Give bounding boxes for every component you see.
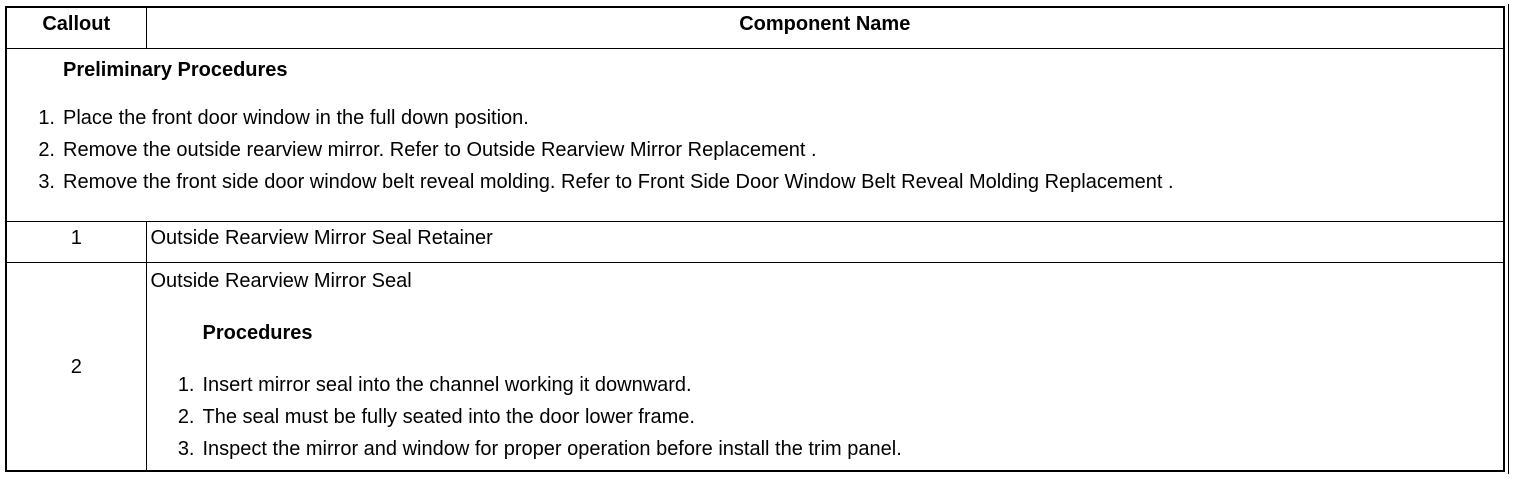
callout-number: 2 (5, 262, 147, 472)
component-name-cell: Outside Rearview Mirror Seal Procedures … (145, 262, 1505, 472)
table-row: 1 Outside Rearview Mirror Seal Retainer (5, 221, 1505, 263)
component-name-cell: Outside Rearview Mirror Seal Retainer (145, 221, 1505, 263)
step-number: 1. (38, 107, 55, 129)
table-row: 2 Outside Rearview Mirror Seal Procedure… (5, 262, 1505, 472)
preliminary-steps-list: 1. Place the front door window in the fu… (17, 102, 1491, 198)
step-text: Remove the front side door window belt r… (63, 171, 1174, 193)
step-number: 2. (38, 139, 55, 161)
procedure-steps-list: 1. Insert mirror seal into the channel w… (151, 369, 1504, 465)
step-number: 3. (177, 438, 195, 460)
preliminary-step: 1. Place the front door window in the fu… (17, 102, 1491, 134)
step-text: Place the front door window in the full … (63, 107, 529, 129)
procedures-title: Procedures (202, 322, 313, 344)
procedure-document: Callout Component Name Preliminary Proce… (5, 6, 1505, 472)
preliminary-procedures-cell: Preliminary Procedures 1. Place the fron… (5, 48, 1505, 222)
preliminary-procedures-title: Preliminary Procedures (63, 59, 288, 81)
callout-number: 1 (5, 221, 147, 263)
preliminary-step: 3. Remove the front side door window bel… (17, 166, 1491, 198)
step-text: Inspect the mirror and window for proper… (202, 438, 902, 460)
step-text: The seal must be fully seated into the d… (202, 406, 695, 428)
table-header-row: Callout Component Name (5, 6, 1505, 49)
step-text: Insert mirror seal into the channel work… (202, 374, 692, 396)
component-table: Callout Component Name Preliminary Proce… (5, 6, 1505, 472)
preliminary-step: 2. Remove the outside rearview mirror. R… (17, 134, 1491, 166)
callout-column-header: Callout (5, 6, 147, 49)
step-number: 1. (177, 374, 195, 396)
preliminary-procedures-row: Preliminary Procedures 1. Place the fron… (5, 48, 1505, 222)
page-edge-line (1508, 4, 1509, 474)
component-name: Outside Rearview Mirror Seal Retainer (150, 227, 493, 249)
step-text: Remove the outside rearview mirror. Refe… (63, 139, 817, 161)
component-name-column-header: Component Name (145, 6, 1505, 49)
procedure-step: 2. The seal must be fully seated into th… (151, 401, 1504, 433)
component-name: Outside Rearview Mirror Seal (150, 270, 412, 292)
procedure-step: 3. Inspect the mirror and window for pro… (151, 433, 1504, 465)
step-number: 3. (38, 171, 55, 193)
procedure-step: 1. Insert mirror seal into the channel w… (151, 369, 1504, 401)
step-number: 2. (177, 406, 195, 428)
